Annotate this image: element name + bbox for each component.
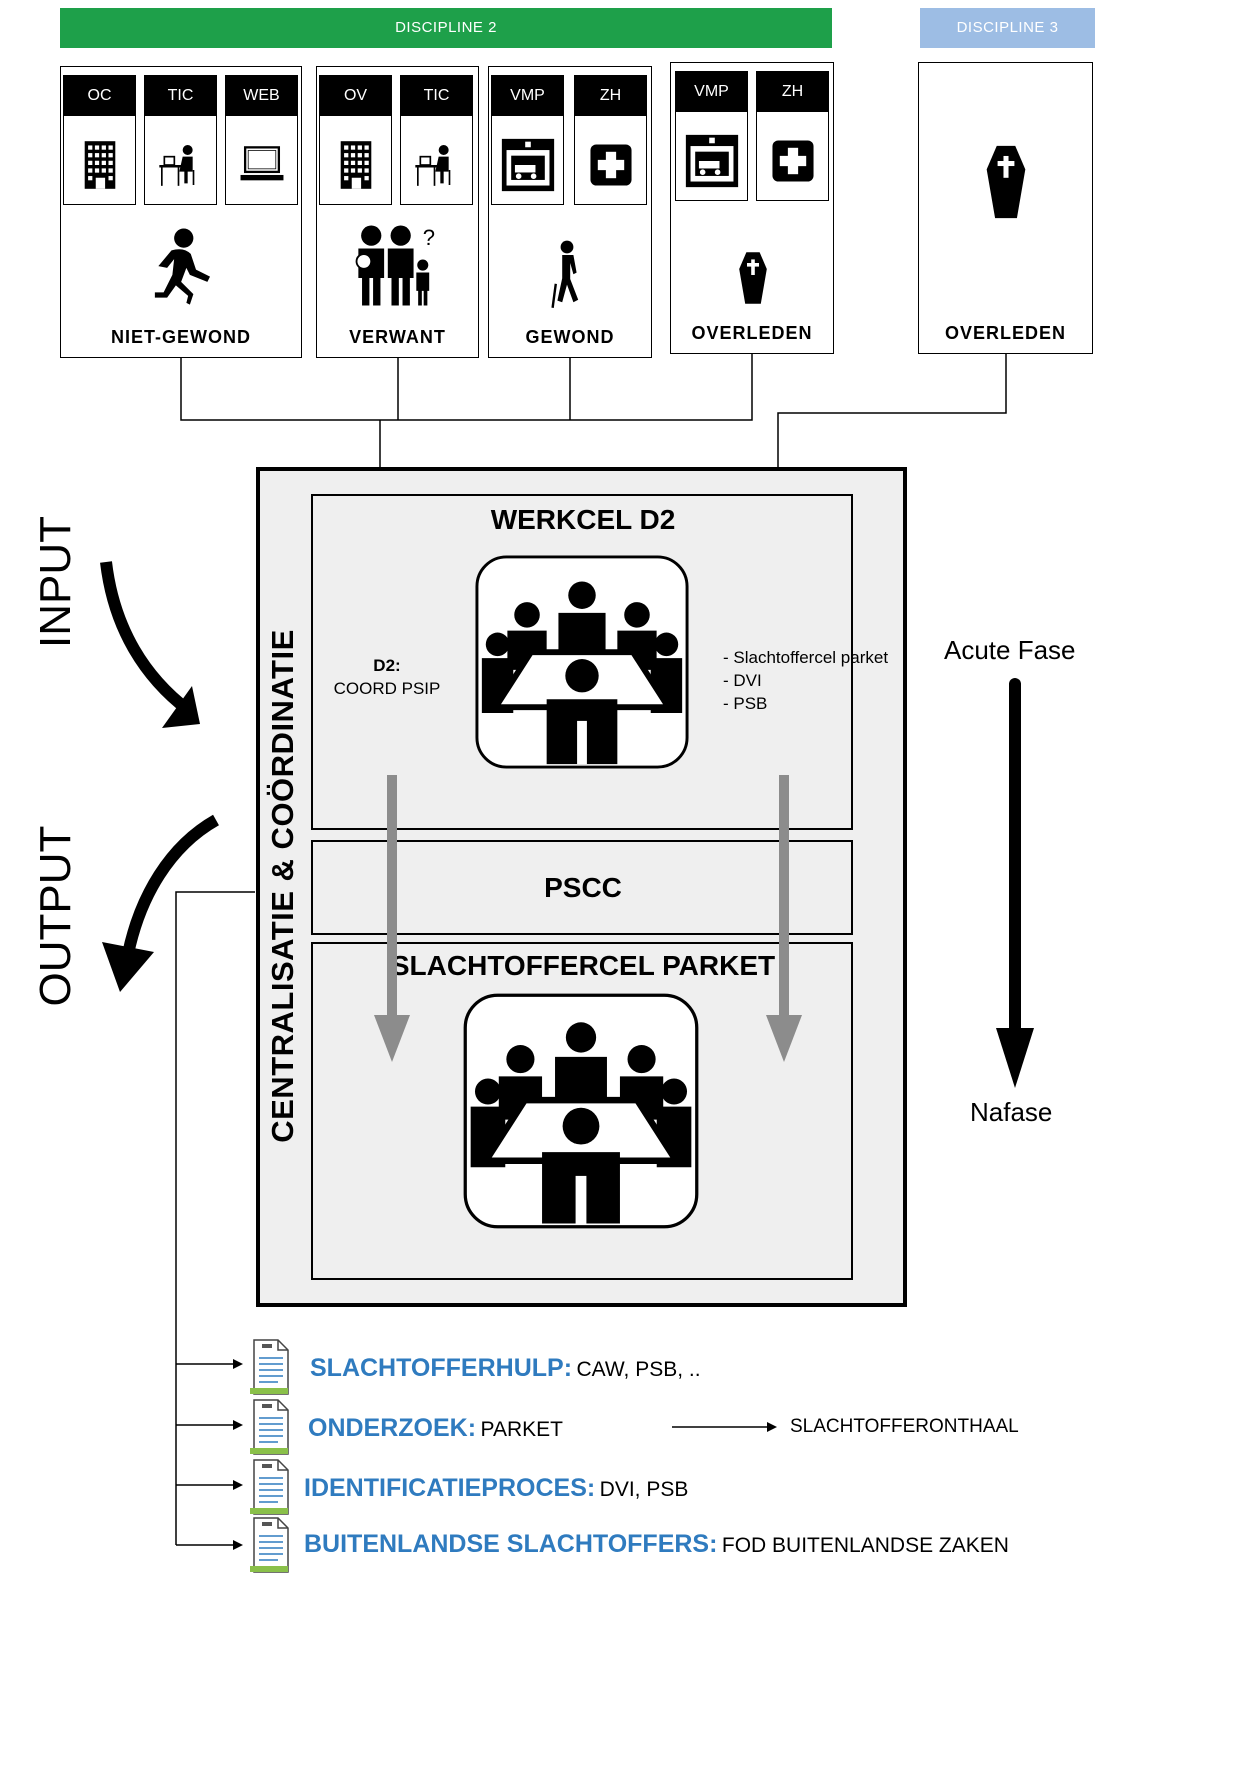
werkcel-d2-panel: WERKCEL D2 D2: COORD PSIP - Slachtofferc… [311, 494, 888, 830]
tile-header: VMP [676, 72, 747, 112]
tile-header: OV [320, 76, 391, 116]
discipline-2-banner: DISCIPLINE 2 [60, 8, 832, 48]
output-key: ONDERZOEK: [308, 1414, 477, 1442]
tile-header: TIC [401, 76, 472, 116]
discipline-3-banner: DISCIPLINE 3 [920, 8, 1095, 48]
output-row: IDENTIFICATIEPROCES: DVI, PSB [248, 1458, 1148, 1516]
tile-vmp: VMP [491, 75, 564, 205]
tile-tic: TIC [400, 75, 473, 205]
tile-header: OC [64, 76, 135, 116]
output-row: ONDERZOEK: PARKET SLACHTOFFERONTHAAL [248, 1398, 1208, 1456]
tile-vmp: VMP [675, 71, 748, 201]
d2-head: D2: [373, 656, 401, 675]
output-value: FOD BUITENLANDSE ZAKEN [721, 1534, 1009, 1557]
column-label: NIET-GEWOND [111, 327, 251, 347]
tile-ov: OV [319, 75, 392, 205]
phase-end-label: Nafase [970, 1097, 1053, 1127]
output-row: SLACHTOFFERHULP: CAW, PSB, .. [248, 1338, 1148, 1396]
tile-header: ZH [575, 76, 646, 116]
gray-arrow-head-right [766, 1015, 802, 1062]
tile-header: VMP [492, 76, 563, 116]
column-label: GEWOND [525, 327, 615, 347]
list-item: - PSB [723, 694, 768, 713]
column-niet-gewond: OC TIC WEB NIET-GEWOND [60, 66, 302, 358]
d2-body: COORD PSIP [333, 679, 441, 698]
column-gewond: VMP ZH GEWOND [488, 66, 652, 358]
output-key: SLACHTOFFERHULP: [310, 1354, 573, 1382]
tile-header: WEB [226, 76, 297, 116]
gray-arrow-shaft-left [387, 775, 397, 1020]
output-value: DVI, PSB [599, 1478, 689, 1501]
output-key: IDENTIFICATIEPROCES: [304, 1474, 596, 1502]
list-item: - Slachtoffercel parket [723, 648, 889, 667]
tile-header: TIC [145, 76, 216, 116]
document-icon [248, 1398, 292, 1456]
document-icon [248, 1338, 292, 1396]
column-label: OVERLEDEN [691, 323, 813, 343]
tile-header: ZH [757, 72, 828, 112]
output-key: BUITENLANDSE SLACHTOFFERS: [304, 1530, 718, 1558]
tile-zh: ZH [574, 75, 647, 205]
column-label: OVERLEDEN [944, 323, 1067, 343]
tile-oc: OC [63, 75, 136, 205]
tile-tic: TIC [144, 75, 217, 205]
column-label: VERWANT [349, 327, 446, 347]
document-icon [248, 1458, 292, 1516]
gray-arrow-shaft-right [779, 775, 789, 1020]
document-icon [248, 1516, 292, 1574]
phase-start-label: Acute Fase [944, 635, 1076, 665]
phase-arrow [996, 678, 1034, 1088]
output-row: BUITENLANDSE SLACHTOFFERS: FOD BUITENLAN… [248, 1516, 1208, 1574]
pscc-panel: PSCC [311, 840, 853, 935]
column-overleden-d2: VMP ZH OVERLEDEN [670, 62, 834, 354]
output-value: PARKET [480, 1418, 563, 1441]
slachtoffercel-title: SLACHTOFFERCEL PARKET [390, 950, 776, 981]
output-target: SLACHTOFFERONTHAAL [790, 1416, 1019, 1437]
column-verwant: OV TIC VERWANT [316, 66, 479, 358]
werkcel-d2-title: WERKCEL D2 [490, 504, 676, 535]
pscc-title: PSCC [544, 872, 622, 903]
werkcel-right-list: - Slachtoffercel parket - DVI - PSB [723, 646, 913, 715]
output-curved-arrow-icon [102, 814, 220, 992]
list-item: - DVI [723, 671, 762, 690]
d2-label: D2: COORD PSIP [327, 654, 447, 700]
column-overleden-d3: OVERLEDEN [918, 62, 1093, 354]
tile-zh: ZH [756, 71, 829, 201]
output-value: CAW, PSB, .. [576, 1358, 701, 1381]
input-curved-arrow-icon [100, 561, 200, 728]
tile-web: WEB [225, 75, 298, 205]
gray-arrow-head-left [374, 1015, 410, 1062]
